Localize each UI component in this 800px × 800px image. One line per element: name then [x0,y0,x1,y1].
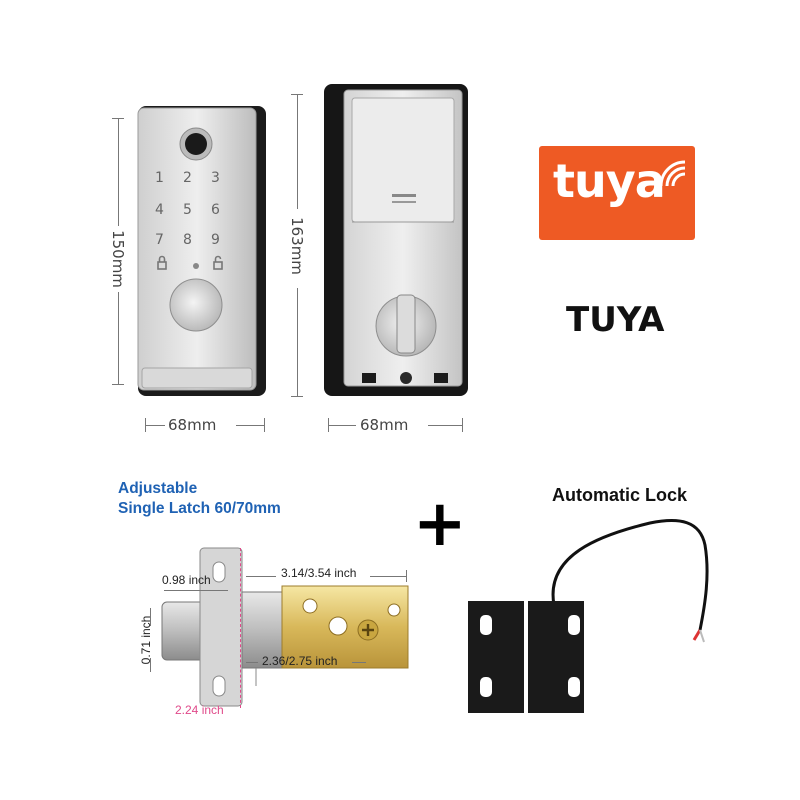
dim-2-24-label: 2.24 inch [175,703,224,717]
key-9[interactable]: 9 [211,232,220,248]
brand-name: TUYA [566,300,665,340]
keypad: 1 2 3 4 5 6 7 8 9 [155,170,235,250]
unlock-icon [213,255,223,270]
front-height-label: 150mm [109,230,127,288]
dim-2-36-label: 2.36/2.75 inch [262,654,338,668]
key-7[interactable]: 7 [155,232,164,248]
dim-3-14-label: 3.14/3.54 inch [281,566,357,580]
key-4[interactable]: 4 [155,202,164,218]
dim-0-98-label: 0.98 inch [162,573,211,587]
key-2[interactable]: 2 [183,170,192,186]
key-8[interactable]: 8 [183,232,192,248]
key-5[interactable]: 5 [183,202,192,218]
dim-0-71-label: 0.71 inch [139,615,153,665]
key-6[interactable]: 6 [211,202,220,218]
latch-title-line2: Single Latch 60/70mm [118,500,281,517]
key-1[interactable]: 1 [155,170,164,186]
wifi-icon [659,160,686,187]
tuya-logo-text: tuya [553,154,666,208]
sensor-label: Automatic Lock [552,485,688,505]
front-width-label: 68mm [168,416,217,434]
back-width-label: 68mm [360,416,409,434]
plus-sign: + [413,487,467,561]
back-height-label: 163mm [288,217,306,275]
latch-title: Adjustable Single Latch 60/70mm [118,479,281,519]
tuya-logo: tuya [539,146,695,240]
key-3[interactable]: 3 [211,170,220,186]
lock-icon [157,255,167,270]
latch-title-line1: Adjustable [118,480,198,497]
